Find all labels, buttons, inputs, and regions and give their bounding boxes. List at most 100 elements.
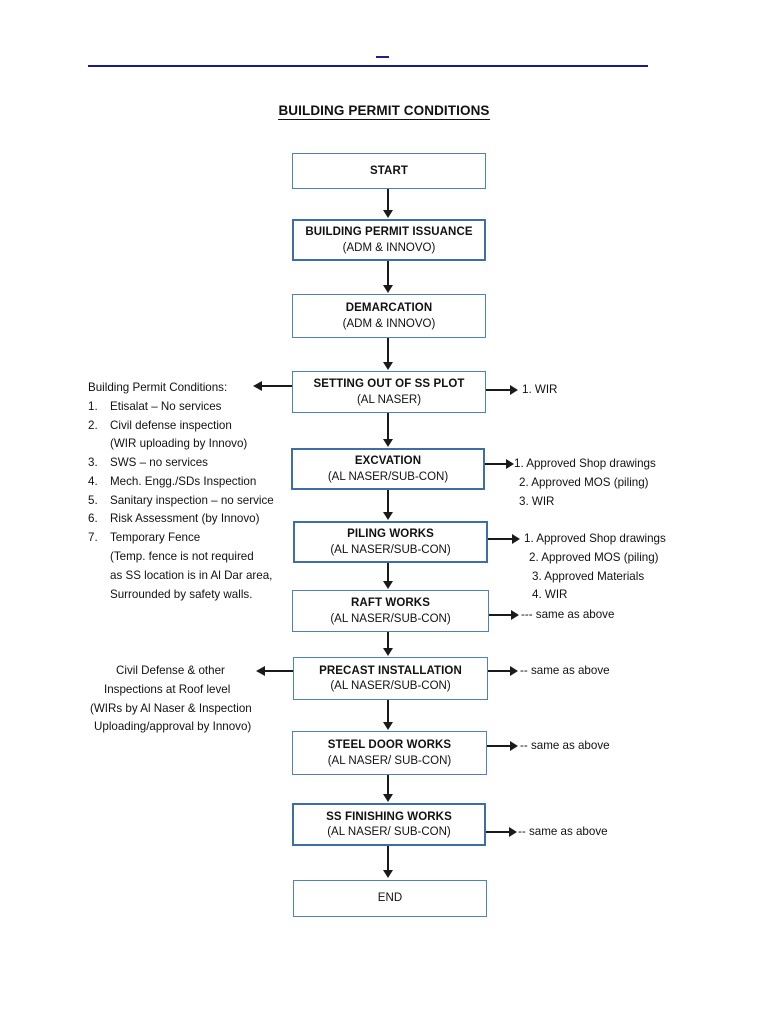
connector-steel-door-to-finishing-arrowhead <box>383 794 393 802</box>
connector-excavation-to-note <box>485 463 508 465</box>
connector-steel-door-to-finishing <box>387 775 390 795</box>
flow-node-demarcation-title: DEMARCATION <box>345 302 433 315</box>
header-dash <box>376 56 389 58</box>
connector-piling-to-raft <box>387 563 390 582</box>
flow-node-excavation[interactable]: EXCVATION (AL NASER/SUB-CON) <box>291 448 485 490</box>
list-item-text: SWS – no services <box>110 456 208 470</box>
piling-note-line: 1. Approved Shop drawings <box>524 532 666 545</box>
list-item: (Temp. fence is not required <box>88 548 274 567</box>
connector-raft-to-precast <box>387 632 390 649</box>
connector-setting-out-to-excavation <box>387 413 390 440</box>
raft-note: --- same as above <box>521 606 614 625</box>
flow-node-precast-installation[interactable]: PRECAST INSTALLATION (AL NASER/SUB-CON) <box>293 657 488 700</box>
flow-node-issuance[interactable]: BUILDING PERMIT ISSUANCE (ADM & INNOVO) <box>292 219 486 261</box>
flow-node-demarcation-subtitle: (ADM & INNOVO) <box>342 317 436 330</box>
roof-inspection-line: Civil Defense & other <box>116 664 225 677</box>
roof-inspection-line: Uploading/approval by Innovo) <box>94 720 252 734</box>
connector-setting-out-to-note <box>486 389 511 391</box>
list-item-text: Mech. Engg./SDs Inspection <box>110 474 257 488</box>
list-item-text: Temporary Fence <box>110 531 201 545</box>
flow-node-precast-installation-subtitle: (AL NASER/SUB-CON) <box>330 680 451 692</box>
list-item-number: 7. <box>88 531 98 545</box>
connector-raft-to-precast-arrowhead <box>383 648 393 656</box>
list-item-number: 5. <box>88 493 98 507</box>
steel-door-note: -- same as above <box>520 737 610 756</box>
connector-finishing-to-end-arrowhead <box>383 870 393 878</box>
connector-finishing-to-end <box>387 846 390 871</box>
list-item-number: 4. <box>88 474 98 488</box>
connector-precast-to-roof-inspection-arrowhead <box>256 666 265 676</box>
page-title: BUILDING PERMIT CONDITIONS <box>0 103 768 120</box>
connector-setting-out-to-permit-conditions-arrowhead <box>253 381 262 391</box>
connector-precast-to-steel-door-arrowhead <box>383 722 393 730</box>
connector-piling-to-note-arrowhead <box>512 534 520 544</box>
flow-node-start[interactable]: START <box>292 153 486 189</box>
connector-finishing-to-note-arrowhead <box>509 827 517 837</box>
list-item: 1. Etisalat – No services <box>88 398 274 417</box>
list-item-text: Surrounded by safety walls. <box>110 587 253 601</box>
list-item-text: (WIR uploading by Innovo) <box>110 437 248 451</box>
flow-node-demarcation[interactable]: DEMARCATION (ADM & INNOVO) <box>292 294 486 338</box>
list-item: as SS location is in Al Dar area, <box>88 567 274 586</box>
raft-note-line: --- same as above <box>521 608 615 621</box>
flow-node-excavation-title: EXCVATION <box>354 455 422 468</box>
roof-inspection-line: (WIRs by Al Naser & Inspection <box>90 701 252 715</box>
permit-conditions-note: Building Permit Conditions: 1. Etisalat … <box>88 379 274 604</box>
flow-node-ss-finishing-works[interactable]: SS FINISHING WORKS (AL NASER/ SUB-CON) <box>292 803 486 846</box>
flow-node-end[interactable]: END <box>293 880 487 917</box>
permit-conditions-heading-text: Building Permit Conditions: <box>88 381 228 394</box>
page-title-text: BUILDING PERMIT CONDITIONS <box>278 103 490 120</box>
finishing-note: -- same as above <box>518 823 608 842</box>
header-horizontal-rule <box>88 65 648 67</box>
piling-note-line: 2. Approved MOS (piling) <box>529 550 659 564</box>
list-item-text: Etisalat – No services <box>110 399 222 413</box>
list-item-number <box>88 548 110 567</box>
piling-note-line: 4. WIR <box>532 588 568 602</box>
list-item: Surrounded by safety walls. <box>88 586 274 605</box>
connector-finishing-to-note <box>486 831 510 833</box>
list-item: 7. Temporary Fence <box>88 529 274 548</box>
flow-node-setting-out[interactable]: SETTING OUT OF SS PLOT (AL NASER) <box>292 371 486 413</box>
list-item: 6. Risk Assessment (by Innovo) <box>88 510 274 529</box>
list-item: 3. SWS – no services <box>88 454 274 473</box>
list-item-number <box>88 586 110 605</box>
excavation-note-line: 1. Approved Shop drawings <box>514 457 656 470</box>
steel-door-note-line: -- same as above <box>520 739 610 752</box>
connector-steel-door-to-note-arrowhead <box>510 741 518 751</box>
flow-node-piling-works-title: PILING WORKS <box>347 528 434 541</box>
connector-raft-to-note-arrowhead <box>511 610 519 620</box>
list-item: (WIR uploading by Innovo) <box>88 435 274 454</box>
connector-precast-to-steel-door <box>387 700 390 723</box>
connector-excavation-to-note-arrowhead <box>506 459 514 469</box>
list-item-number <box>88 435 110 454</box>
flow-node-raft-works[interactable]: RAFT WORKS (AL NASER/SUB-CON) <box>292 590 489 632</box>
flow-node-excavation-subtitle: (AL NASER/SUB-CON) <box>327 470 449 483</box>
connector-precast-to-note <box>488 670 511 672</box>
connector-precast-to-note-arrowhead <box>510 666 518 676</box>
list-item-number: 6. <box>88 512 98 526</box>
list-item-number: 3. <box>88 456 98 470</box>
list-item-text: Sanitary inspection – no service <box>110 493 274 507</box>
flow-node-precast-installation-title: PRECAST INSTALLATION <box>319 664 462 677</box>
connector-start-to-issuance-arrowhead <box>383 210 393 218</box>
connector-excavation-to-piling-arrowhead <box>383 512 393 520</box>
roof-inspection-note: Civil Defense & other Inspections at Roo… <box>90 662 252 737</box>
flow-node-piling-works[interactable]: PILING WORKS (AL NASER/SUB-CON) <box>293 521 488 563</box>
connector-precast-to-roof-inspection <box>265 670 293 672</box>
list-item-text: (Temp. fence is not required <box>110 550 254 564</box>
connector-setting-out-to-excavation-arrowhead <box>383 439 393 447</box>
precast-note: -- same as above <box>520 662 610 681</box>
list-item: 4. Mech. Engg./SDs Inspection <box>88 473 274 492</box>
flow-node-setting-out-subtitle: (AL NASER) <box>356 393 422 406</box>
list-item-number <box>88 567 110 586</box>
list-item: 5. Sanitary inspection – no service <box>88 492 274 511</box>
connector-demarcation-to-setting-out <box>387 338 390 363</box>
list-item-number: 1. <box>88 399 98 413</box>
connector-setting-out-to-note-arrowhead <box>510 385 518 395</box>
connector-start-to-issuance <box>387 189 390 211</box>
flow-node-issuance-subtitle: (ADM & INNOVO) <box>342 241 436 254</box>
finishing-note-line: -- same as above <box>518 825 608 838</box>
flow-node-steel-door-works[interactable]: STEEL DOOR WORKS (AL NASER/ SUB-CON) <box>292 731 487 775</box>
excavation-note-line: 3. WIR <box>519 494 555 508</box>
